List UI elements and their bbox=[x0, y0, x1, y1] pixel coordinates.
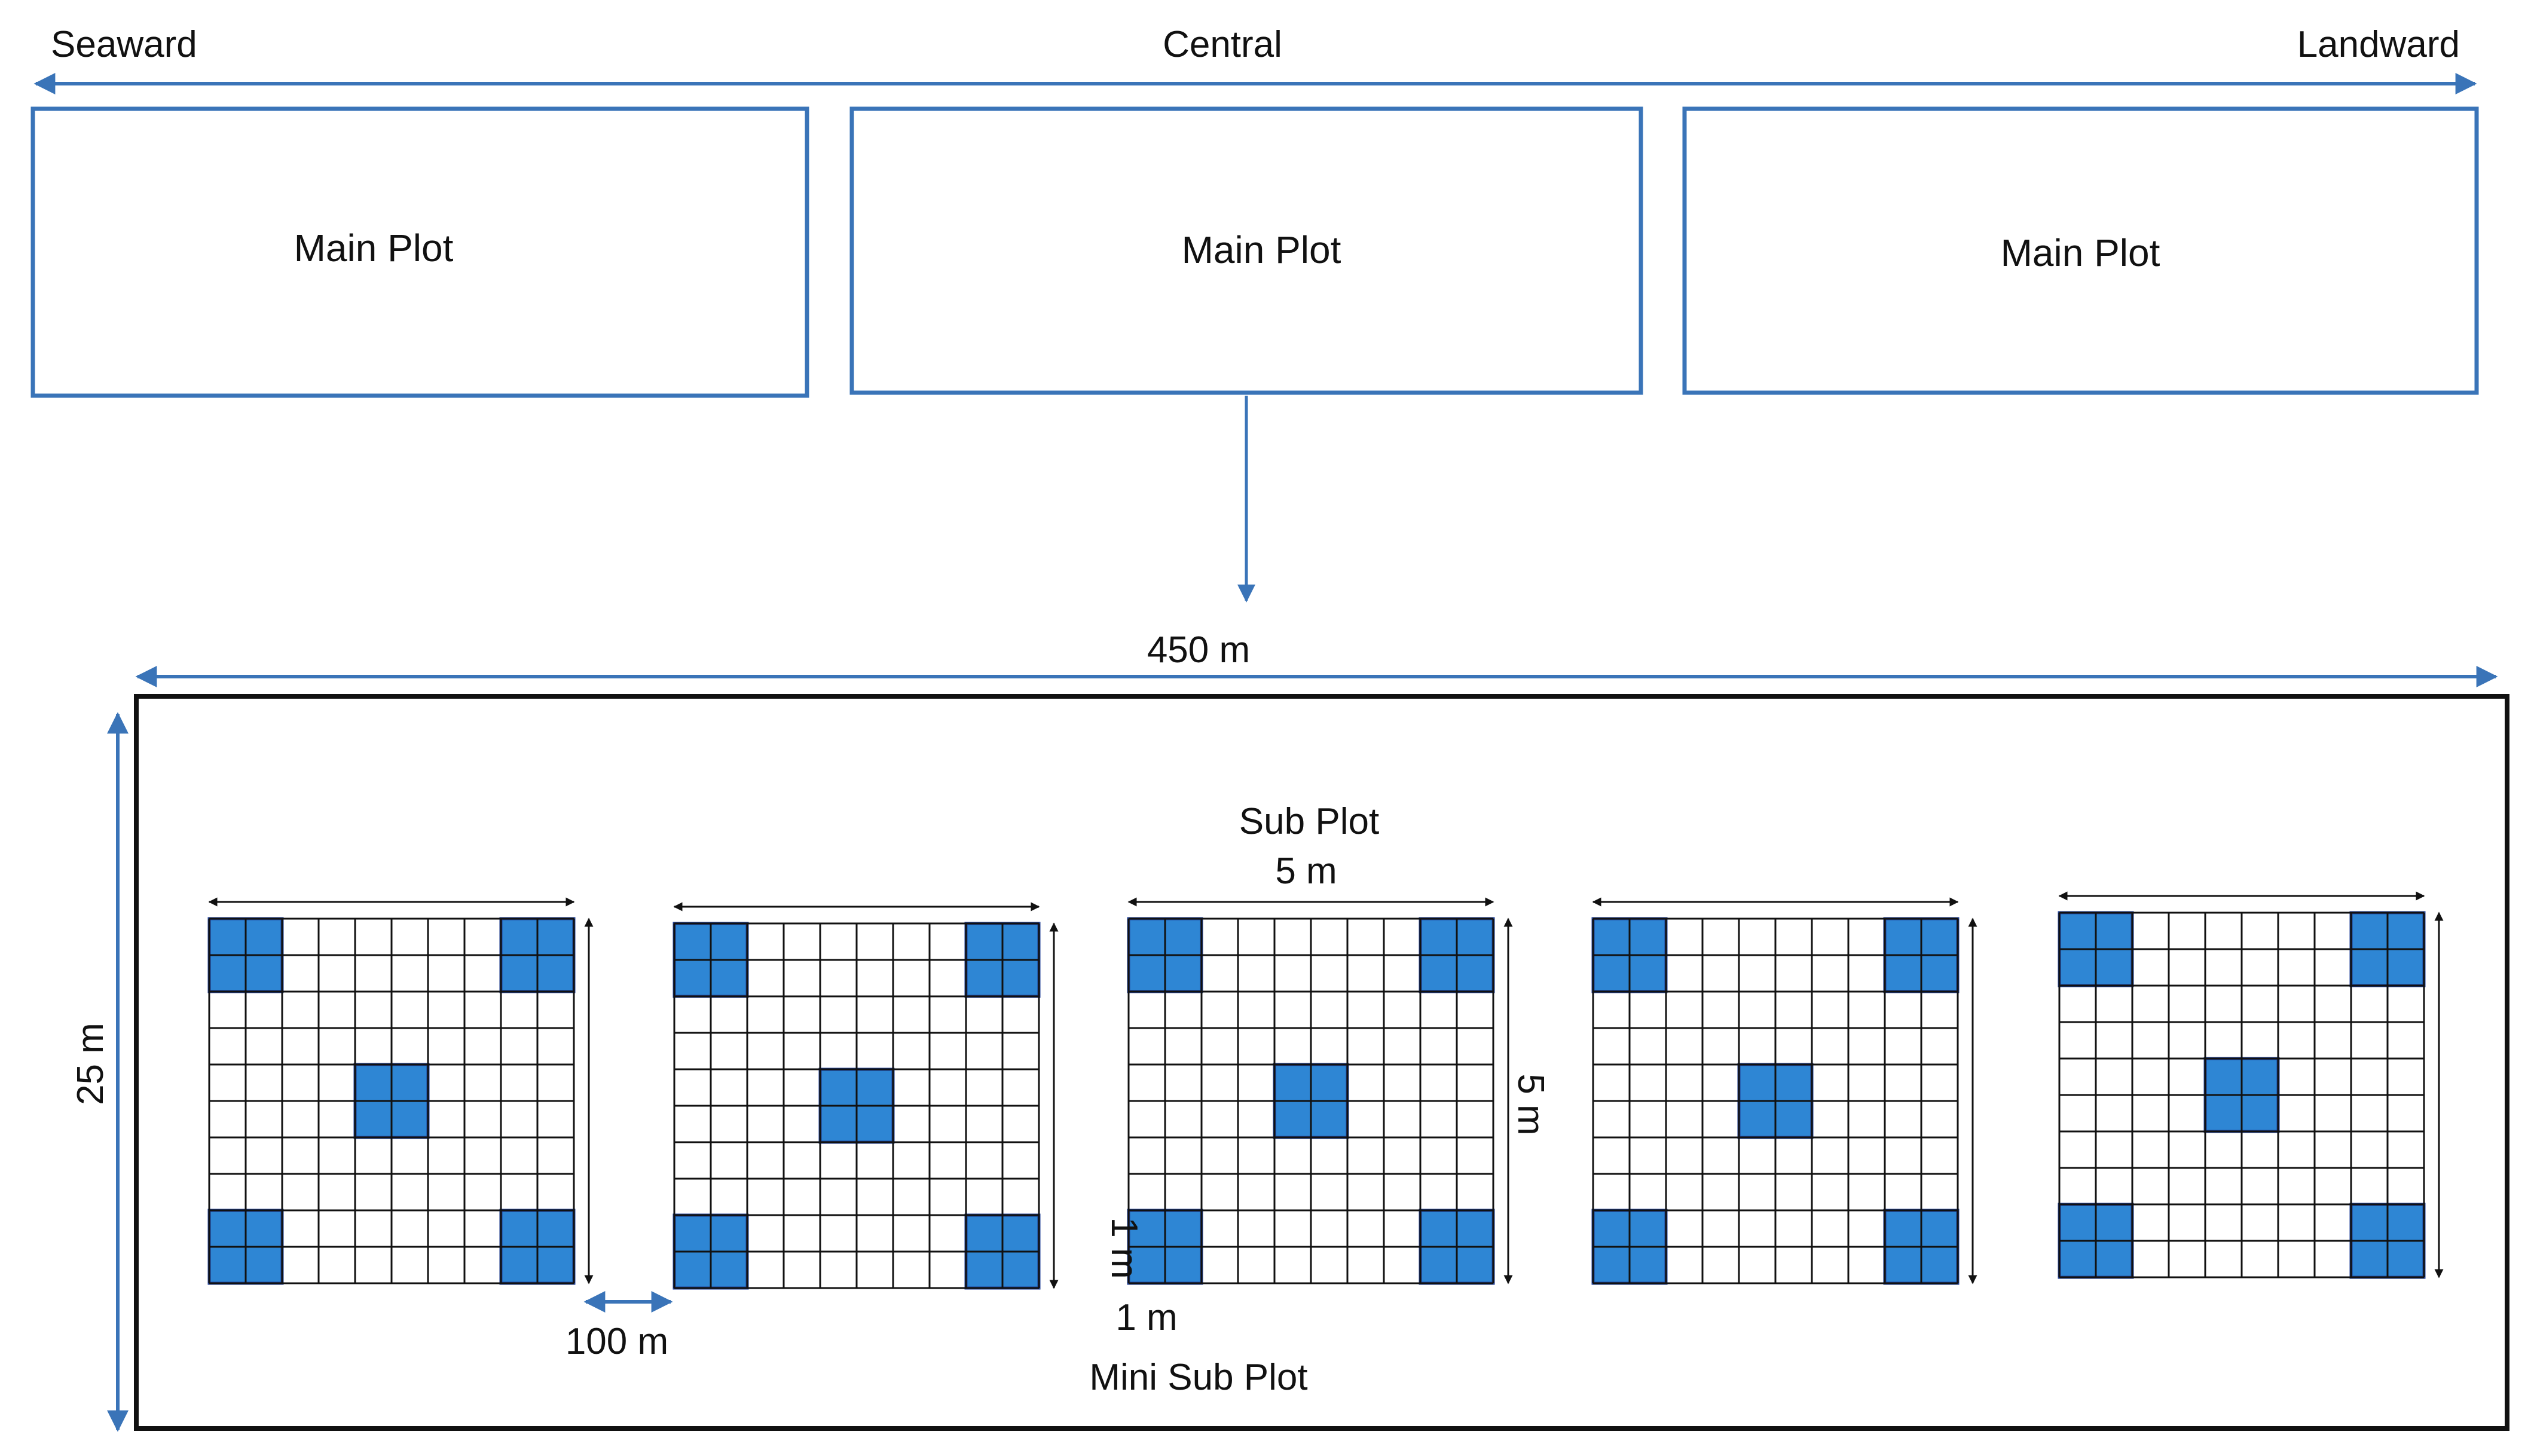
landward-label: Landward bbox=[2297, 24, 2460, 65]
main-plot-box bbox=[849, 106, 1643, 395]
expanded-plot-dimensions: 450 m 25 m bbox=[70, 629, 2498, 1432]
subplot-width-label: 5 m bbox=[1275, 851, 1337, 892]
main-plot-label: Main Plot bbox=[2001, 231, 2160, 274]
subplots bbox=[207, 891, 2444, 1290]
subplot-annotations: Sub Plot 5 m 5 m 1 m 1 m Mini Sub Plot 1… bbox=[565, 801, 1551, 1398]
spacing-label: 100 m bbox=[565, 1321, 668, 1362]
main-plot-box bbox=[1682, 106, 2479, 395]
mini-width-label: 1 m bbox=[1115, 1297, 1177, 1338]
subplot-height-label: 5 m bbox=[1510, 1073, 1551, 1135]
sub-plot bbox=[1591, 897, 1977, 1285]
sub-plot bbox=[2058, 891, 2444, 1279]
main-plot-label: Main Plot bbox=[1182, 228, 1341, 271]
height-label: 25 m bbox=[70, 1023, 111, 1105]
main-plot-seaward: Main Plot bbox=[30, 106, 809, 398]
seaward-label: Seaward bbox=[51, 24, 197, 65]
sub-plot bbox=[673, 902, 1059, 1290]
main-plots: Main Plot Main Plot Main Plot bbox=[30, 106, 2479, 398]
sub-plot-title: Sub Plot bbox=[1239, 801, 1379, 842]
main-plot-central: Main Plot bbox=[849, 106, 1643, 395]
mini-subplot-label: Mini Sub Plot bbox=[1089, 1357, 1307, 1398]
width-label: 450 m bbox=[1147, 629, 1250, 671]
mini-height-label: 1 m bbox=[1104, 1217, 1145, 1278]
sub-plot bbox=[207, 897, 594, 1285]
transect-axis: Seaward Central Landward bbox=[33, 24, 2477, 94]
main-plot-label: Main Plot bbox=[294, 227, 454, 270]
main-plot-box bbox=[30, 106, 809, 398]
main-plot-landward: Main Plot bbox=[1682, 106, 2479, 395]
sub-plot bbox=[1127, 897, 1513, 1285]
central-label: Central bbox=[1163, 24, 1282, 65]
